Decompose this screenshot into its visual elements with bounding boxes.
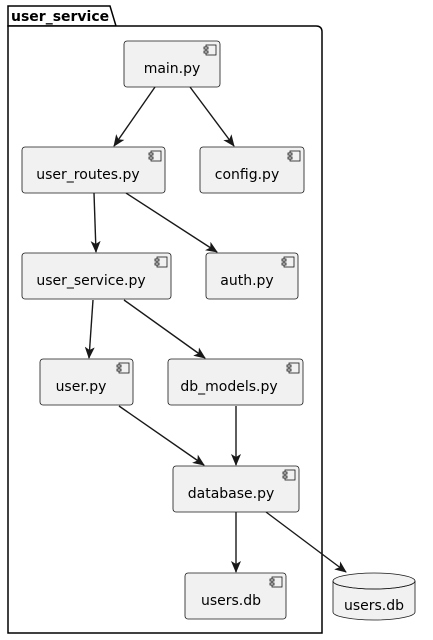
component-label: auth.py [220, 273, 273, 289]
component-label: user.py [56, 379, 107, 395]
component-main: main.py [123, 40, 221, 88]
component-user-routes: user_routes.py [21, 146, 166, 194]
component-user-service: user_service.py [21, 252, 172, 300]
arrow-main-to-user-routes [113, 86, 156, 147]
component-label: user_service.py [36, 273, 145, 289]
arrow-user-service-to-db-models [123, 299, 206, 359]
database-users-db: users.db [332, 572, 416, 621]
component-icon [281, 256, 295, 268]
component-icon [148, 150, 162, 162]
component-icon [154, 256, 168, 268]
component-icon [269, 576, 283, 588]
component-label: database.py [188, 486, 275, 502]
component-database: database.py [172, 465, 300, 513]
component-config: config.py [199, 146, 305, 194]
component-label: users.db [201, 593, 261, 609]
component-icon [282, 469, 296, 481]
component-icon [287, 150, 301, 162]
arrow-user-service-to-user [84, 299, 95, 359]
component-users-db: users.db [184, 572, 287, 620]
component-icon [286, 362, 300, 374]
component-user: user.py [39, 358, 134, 406]
component-label: config.py [215, 167, 279, 183]
dependency-arrows [84, 86, 347, 573]
arrow-main-to-config [189, 86, 235, 147]
component-label: db_models.py [180, 379, 277, 395]
component-icon [116, 362, 130, 374]
arrow-database-to-users-db-database [265, 511, 347, 573]
component-db-models: db_models.py [167, 358, 304, 406]
package-user-service: user_service [7, 5, 323, 634]
component-auth: auth.py [205, 252, 299, 300]
arrow-user-routes-to-user-service [90, 192, 101, 253]
component-label: user_routes.py [36, 167, 139, 183]
database-label: users.db [344, 598, 404, 614]
arrow-user-to-database [118, 405, 205, 466]
component-icon [203, 44, 217, 56]
component-label: main.py [144, 61, 201, 77]
arrow-user-routes-to-auth [125, 192, 218, 253]
package-title: user_service [11, 9, 109, 25]
